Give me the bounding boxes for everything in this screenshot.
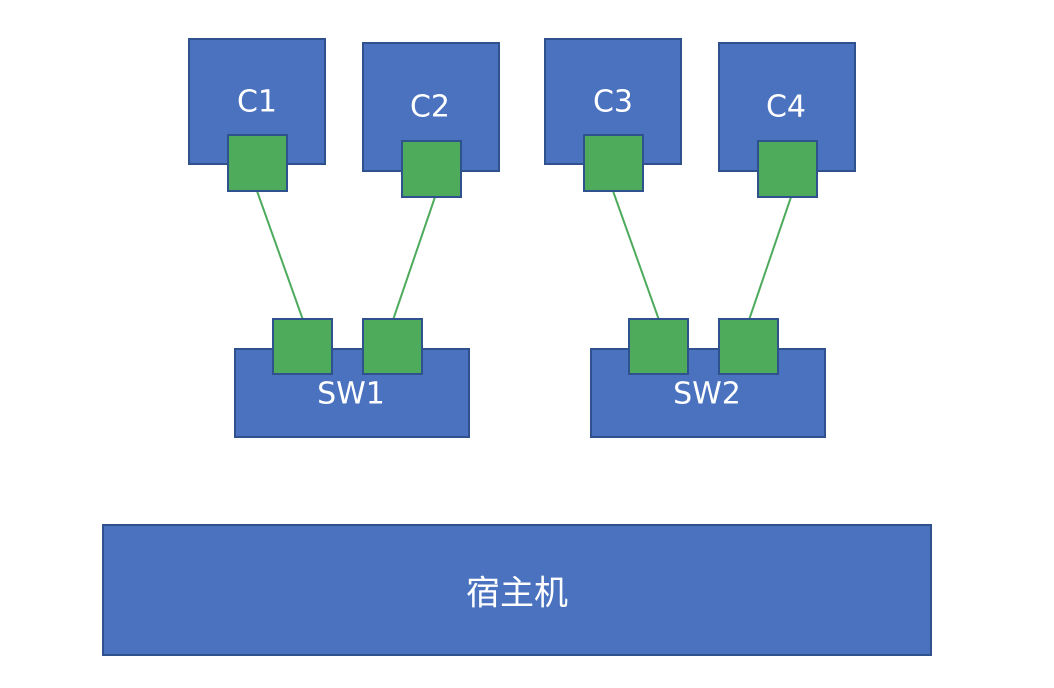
host-machine-label: 宿主机	[466, 573, 568, 614]
link-c2-sw1	[392, 196, 436, 321]
container-c2-label: C2	[409, 89, 451, 125]
port-c2	[401, 140, 462, 198]
port-c4	[757, 140, 818, 198]
port-sw1-b	[362, 318, 423, 375]
switch-sw2	[590, 348, 826, 438]
port-sw2-a	[628, 318, 689, 375]
container-c1-label: C1	[236, 84, 278, 120]
port-sw1-a	[272, 318, 333, 375]
port-c1	[227, 134, 288, 192]
host-machine	[102, 524, 932, 656]
switch-sw1-label: SW1	[317, 376, 385, 412]
link-c1-sw1	[256, 190, 304, 321]
container-c4-label: C4	[765, 89, 807, 125]
switch-sw2-label: SW2	[673, 376, 741, 412]
port-sw2-b	[718, 318, 779, 375]
link-c4-sw2	[748, 196, 792, 321]
container-c3-label: C3	[592, 84, 634, 120]
port-c3	[583, 134, 644, 192]
link-c3-sw2	[612, 190, 660, 321]
